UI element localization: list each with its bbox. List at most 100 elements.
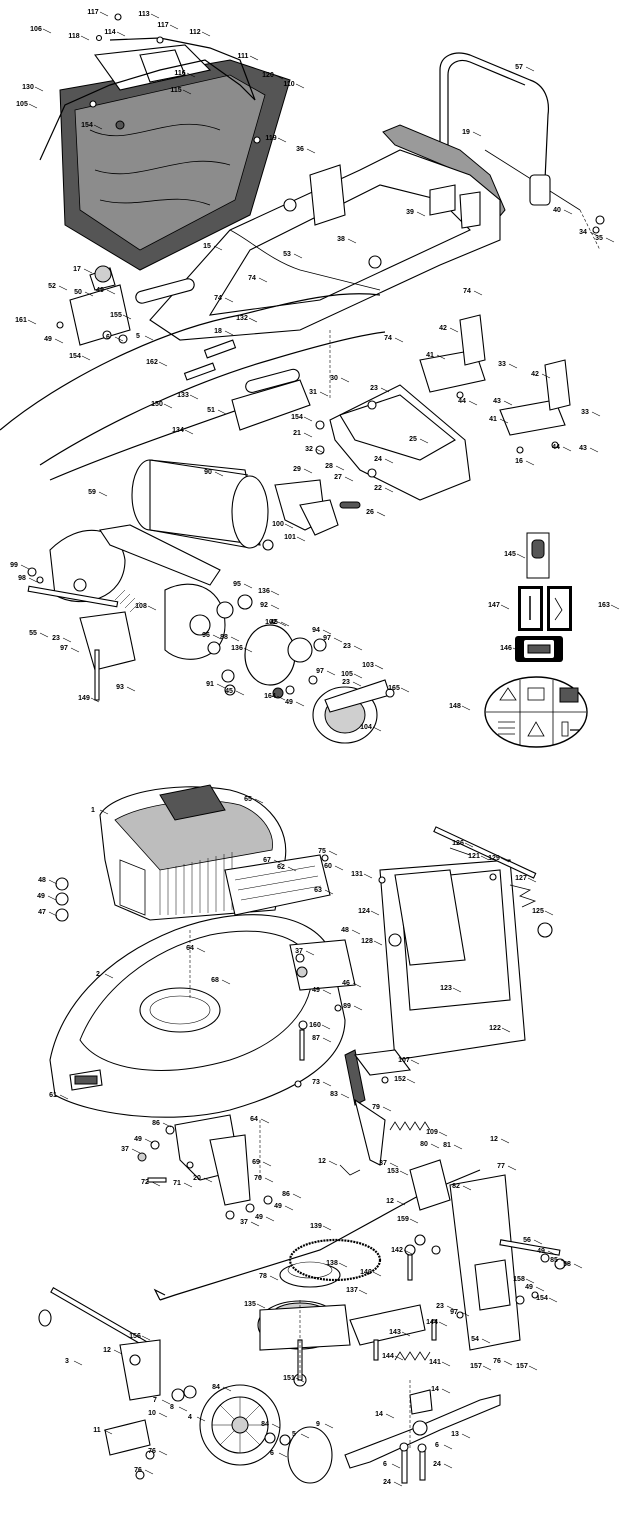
leader-line — [419, 438, 429, 444]
part-callout-43: 43 — [579, 445, 587, 452]
part-callout-157: 157 — [516, 1363, 528, 1370]
decal-callout-146: 146 — [500, 645, 512, 652]
part-callout-68: 68 — [211, 977, 219, 984]
leader-line — [321, 1024, 331, 1030]
warning-triangle-icon — [499, 687, 517, 701]
leader-line — [217, 409, 227, 415]
leader-line — [473, 290, 483, 296]
leader-line — [472, 131, 482, 137]
leader-line — [141, 1335, 151, 1341]
part-callout-152: 152 — [394, 1076, 406, 1083]
leader-line — [265, 1216, 275, 1222]
leader-line — [296, 536, 306, 542]
part-callout-19: 19 — [462, 129, 470, 136]
leader-line — [47, 895, 57, 901]
part-callout-31: 31 — [309, 389, 317, 396]
leader-line — [270, 590, 280, 596]
part-callout-94: 94 — [312, 627, 320, 634]
leader-line — [151, 1181, 161, 1187]
part-callout-105: 105 — [341, 671, 353, 678]
leader-line — [284, 1205, 294, 1211]
leader-line — [438, 1321, 448, 1327]
part-callout-10: 10 — [148, 1410, 156, 1417]
leader-line — [363, 873, 373, 879]
part-callout-78: 78 — [259, 1273, 267, 1280]
rear-wheel-drive — [27, 524, 395, 744]
part-callout-92: 92 — [260, 602, 268, 609]
leader-line — [452, 987, 462, 993]
leader-line — [114, 336, 124, 342]
leader-line — [591, 411, 601, 417]
part-callout-71: 71 — [173, 1180, 181, 1187]
part-callout-72: 72 — [141, 1179, 149, 1186]
part-callout-16: 16 — [515, 458, 523, 465]
part-callout-74: 74 — [214, 295, 222, 302]
part-callout-106: 106 — [30, 26, 42, 33]
leader-line — [499, 418, 509, 424]
part-callout-128: 128 — [361, 938, 373, 945]
leader-line — [324, 1423, 334, 1429]
leader-line — [48, 879, 58, 885]
part-callout-7: 7 — [153, 1397, 157, 1404]
leader-line — [277, 137, 287, 143]
part-callout-45: 45 — [225, 688, 233, 695]
hazard-lines-icon — [498, 721, 515, 735]
part-callout-12: 12 — [103, 1347, 111, 1354]
leader-line — [270, 604, 280, 610]
part-callout-49: 49 — [44, 336, 52, 343]
blade-warning-icon — [527, 721, 545, 737]
leader-line — [461, 1433, 471, 1439]
part-callout-48: 48 — [341, 927, 349, 934]
leader-line — [98, 491, 108, 497]
leader-line — [276, 695, 286, 701]
leader-line — [401, 1331, 411, 1337]
control-cables — [0, 229, 386, 481]
part-callout-33: 33 — [581, 409, 589, 416]
leader-line — [328, 850, 338, 856]
leader-line — [54, 338, 64, 344]
cutting-blade — [344, 1389, 501, 1484]
part-callout-85: 85 — [550, 1257, 558, 1264]
part-callout-154: 154 — [69, 353, 81, 360]
part-callout-89: 89 — [343, 1003, 351, 1010]
part-callout-97: 97 — [316, 668, 324, 675]
part-callout-34: 34 — [579, 229, 587, 236]
leader-lines — [20, 11, 620, 1487]
leader-line — [196, 947, 206, 953]
leader-line — [80, 35, 90, 41]
part-callout-125: 125 — [532, 908, 544, 915]
leader-line — [500, 1138, 510, 1144]
part-callout-49: 49 — [274, 1203, 282, 1210]
leader-line — [189, 394, 199, 400]
leader-line — [235, 690, 245, 696]
part-callout-67: 67 — [263, 857, 271, 864]
part-callout-2: 2 — [96, 971, 100, 978]
leader-line — [203, 1177, 213, 1183]
part-callout-45: 45 — [270, 619, 278, 626]
part-callout-131: 131 — [351, 871, 363, 878]
part-callout-8: 8 — [170, 1404, 174, 1411]
part-callout-119: 119 — [265, 135, 276, 142]
part-callout-5: 5 — [136, 333, 140, 340]
part-callout-51: 51 — [207, 407, 215, 414]
part-callout-100: 100 — [272, 521, 284, 528]
part-callout-154: 154 — [81, 122, 93, 129]
drive-lever — [344, 1049, 431, 1166]
part-callout-41: 41 — [489, 416, 497, 423]
leader-line — [438, 1131, 448, 1137]
part-callout-33: 33 — [498, 361, 506, 368]
assembly-guide-lines — [189, 209, 601, 1450]
leader-line — [73, 1360, 83, 1366]
part-callout-151: 151 — [283, 1375, 295, 1382]
leader-line — [99, 809, 109, 815]
leader-line — [81, 355, 91, 361]
leader-line — [353, 645, 363, 651]
part-callout-23: 23 — [52, 635, 60, 642]
leader-line — [507, 1165, 517, 1171]
leader-line — [273, 859, 283, 865]
leader-line — [278, 1452, 288, 1458]
leader-line — [528, 1365, 538, 1371]
leader-line — [28, 103, 38, 109]
part-callout-46: 46 — [342, 980, 350, 987]
part-callout-24: 24 — [433, 1461, 441, 1468]
